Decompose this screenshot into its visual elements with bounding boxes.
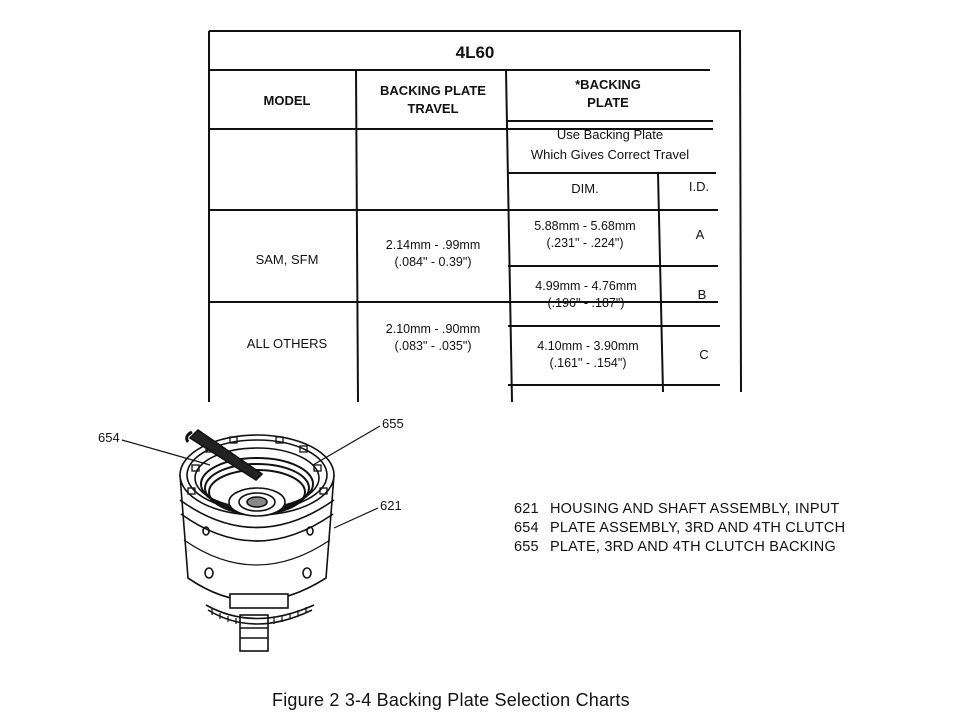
plate-id-c: C <box>699 347 709 362</box>
model-name-all-others: ALL OTHERS <box>246 336 328 351</box>
clutch-housing-drawing <box>121 425 381 652</box>
legend-item-655: 655 PLATE, 3RD AND 4TH CLUTCH BACKING <box>514 538 954 557</box>
legend-text: HOUSING AND SHAFT ASSEMBLY, INPUT <box>550 501 840 517</box>
plate-id-b: B <box>697 287 707 302</box>
figure-caption: Figure 2 3-4 Backing Plate Selection Cha… <box>272 690 630 710</box>
note-line1: Use Backing Plate <box>556 127 664 142</box>
plate-id-a: A <box>695 227 705 242</box>
legend-number: 655 <box>514 539 539 555</box>
subheader-dim: DIM. <box>571 181 599 196</box>
legend-number: 654 <box>514 520 539 536</box>
dim-in: (.161" - .154") <box>549 355 627 370</box>
parts-legend: 621 HOUSING AND SHAFT ASSEMBLY, INPUT 654… <box>514 500 954 557</box>
dim-mm: 4.99mm - 4.76mm <box>535 279 637 293</box>
input-housing-illustration: 654 655 621 <box>88 410 428 660</box>
plate-dim-c: 4.10mm - 3.90mm (.161" - .154") <box>512 338 664 372</box>
subheader-id: I.D. <box>688 179 710 194</box>
travel-sam-sfm: 2.14mm - .99mm (.084" - 0.39") <box>358 237 508 271</box>
travel-in: (.083" - .035") <box>394 338 472 353</box>
dim-mm: 5.88mm - 5.68mm <box>534 219 636 233</box>
backing-plate-note: Use Backing Plate Which Gives Correct Tr… <box>510 125 710 165</box>
header-travel-line2: TRAVEL <box>407 100 459 116</box>
travel-mm: 2.10mm - .90mm <box>385 322 481 336</box>
header-backing-plate: *BACKING PLATE <box>510 76 706 111</box>
travel-mm: 2.14mm - .99mm <box>385 238 481 252</box>
header-model: MODEL <box>263 93 311 108</box>
backing-plate-table: 4L60 MODEL BACKING PLATE TRAVEL *BACKING… <box>208 30 742 402</box>
plate-dim-b: 4.99mm - 4.76mm (.196" - .187") <box>510 278 662 312</box>
header-backing-plate-travel: BACKING PLATE TRAVEL <box>358 82 508 117</box>
model-name-sam-sfm: SAM, SFM <box>255 252 319 267</box>
header-plate-line1: *BACKING <box>575 77 641 92</box>
table-title: 4L60 <box>455 43 495 62</box>
callout-655: 655 <box>382 416 404 431</box>
legend-item-621: 621 HOUSING AND SHAFT ASSEMBLY, INPUT <box>514 500 954 519</box>
callout-654: 654 <box>98 430 120 445</box>
legend-number: 621 <box>514 501 539 517</box>
callout-621: 621 <box>380 498 402 513</box>
dim-mm: 4.10mm - 3.90mm <box>537 339 639 353</box>
note-line2: Which Gives Correct Travel <box>530 147 690 162</box>
header-plate-line2: PLATE <box>587 94 629 110</box>
legend-text: PLATE, 3RD AND 4TH CLUTCH BACKING <box>550 539 836 555</box>
legend-text: PLATE ASSEMBLY, 3RD AND 4TH CLUTCH <box>550 520 846 536</box>
travel-all-others: 2.10mm - .90mm (.083" - .035") <box>358 321 508 355</box>
dim-in: (.231" - .224") <box>546 235 624 250</box>
dim-in: (.196" - .187") <box>547 295 625 310</box>
travel-in: (.084" - 0.39") <box>394 254 472 269</box>
plate-dim-a: 5.88mm - 5.68mm (.231" - .224") <box>510 218 660 252</box>
legend-item-654: 654 PLATE ASSEMBLY, 3RD AND 4TH CLUTCH <box>514 519 954 538</box>
header-travel-line1: BACKING PLATE <box>380 83 486 98</box>
table-grid-lines <box>208 30 742 402</box>
